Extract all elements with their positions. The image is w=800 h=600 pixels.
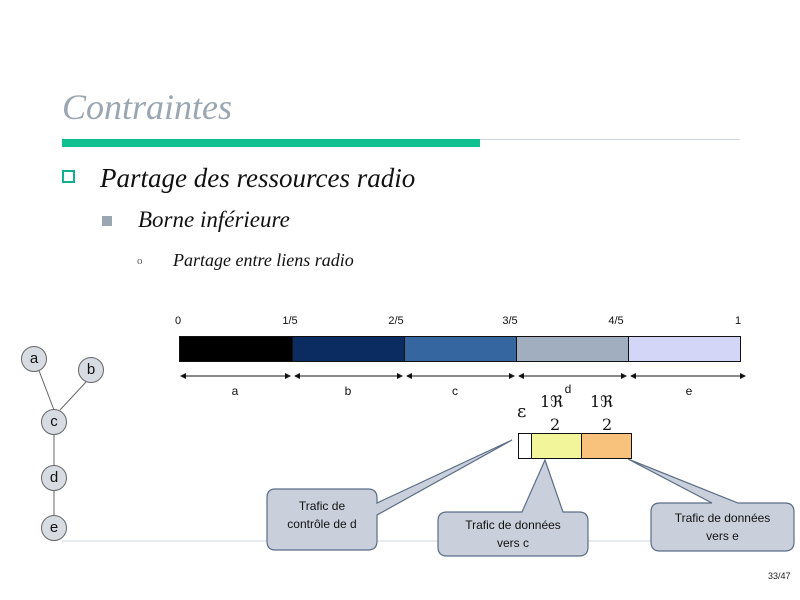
graph-node-d: d [41,465,67,491]
graph-edge-a-c [37,367,55,411]
bullet-level1-text: Partage des ressources radio [100,163,416,193]
bar-segment-a [179,336,293,362]
callout-data-e-text: Trafic de données vers e [651,509,794,545]
callout-control-text: Trafic de contrôle de d [267,497,377,533]
slide-title: Contraintes [62,87,233,127]
formula-first-denominator: 2 [550,415,561,434]
tick-label-2: 2/5 [388,315,404,327]
graph-node-b: b [78,357,104,383]
tick-label-5: 1 [734,315,742,327]
tick-label-4: 4/5 [608,315,624,327]
bar-segment-c [404,336,517,362]
callout-data-c-line1: Trafic de données [465,518,561,532]
segment-label-c: c [452,384,458,398]
segment-label-d: d [564,382,572,396]
callout-data-c-shape [437,458,589,557]
bullet-level3-text: Partage entre liens radio [173,250,354,270]
graph-node-a: a [21,346,47,372]
tick-label-1: 1/5 [282,315,298,327]
callout-data-e-line1: Trafic de données [674,511,771,525]
tick-label-3: 3/5 [502,315,518,327]
graph-node-c: c [41,409,67,435]
bar-segment-b [292,336,405,362]
segment-label-a: a [231,384,239,398]
callout-control-line2: contrôle de d [287,517,357,531]
callout-data-c-text: Trafic de données vers c [438,516,588,552]
bar-segment-d [516,336,629,362]
bar-segment-e [628,336,741,362]
callout-control-line1: Trafic de [298,499,346,513]
hollow-square-bullet-icon [62,170,75,183]
page-number: 33/47 [768,571,791,581]
graph-edge-b-c [59,381,87,411]
formula-second-numerator: 1ℜ [590,392,614,411]
segment-label-b: b [344,384,352,398]
callout-control-shape [266,439,513,551]
callout-data-c-line2: vers c [496,536,529,550]
tick-label-0: 0 [174,315,182,327]
graph-node-e: e [41,515,67,541]
square-bullet-icon [102,216,112,226]
subdivision-data-c [531,433,582,459]
subdivision-control [518,433,532,459]
callout-data-e-shape [627,458,795,552]
formula-first-numerator: 1ℜ [540,392,564,411]
title-underline-rule [480,139,740,140]
segment-label-e: e [685,384,693,398]
circle-bullet-icon: o [137,255,143,267]
bullet-level2-text: Borne inférieure [138,207,290,232]
subdivision-data-e [581,433,632,459]
callout-data-e-line2: vers e [706,529,739,543]
title-underline-accent [62,139,480,147]
formula-second-denominator: 2 [602,415,613,434]
formula-epsilon: ε [517,401,527,422]
